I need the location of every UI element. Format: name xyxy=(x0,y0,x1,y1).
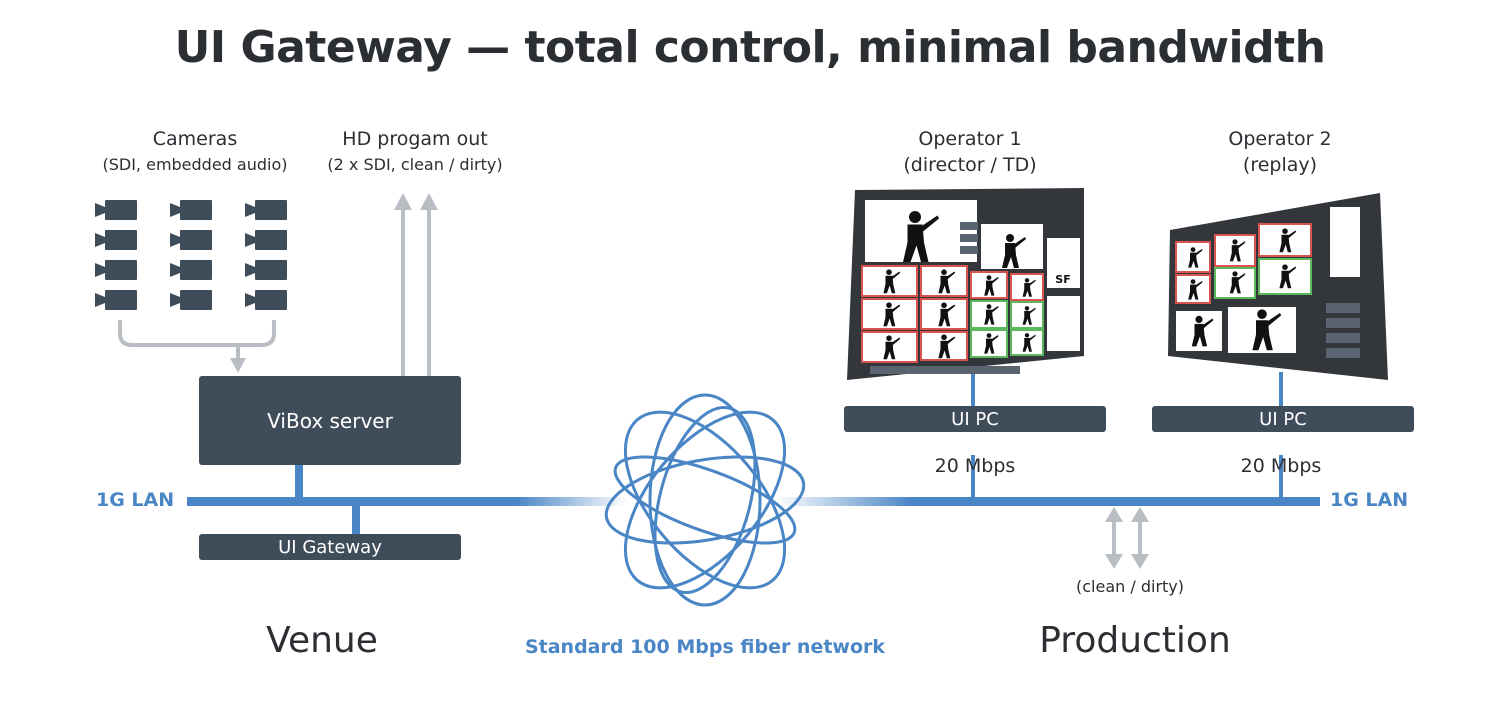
production-label: Production xyxy=(1039,620,1231,661)
camera-icon xyxy=(245,200,287,220)
operator2-sublabel: (replay) xyxy=(1242,154,1318,176)
clean-dirty-label: (clean / dirty) xyxy=(1076,577,1184,596)
operator2-screen xyxy=(1168,193,1388,380)
operator1-label: Operator 1 xyxy=(918,128,1022,150)
vibox-server-label: ViBox server xyxy=(267,408,393,433)
hd-out-sublabel: (2 x SDI, clean / dirty) xyxy=(327,155,503,174)
camera-icon xyxy=(170,290,212,310)
lan-line-right xyxy=(775,497,1320,506)
cameras-label-group: Cameras (SDI, embedded audio) xyxy=(90,126,300,178)
arrow-down-icon xyxy=(1105,554,1123,569)
page-title: UI Gateway — total control, minimal band… xyxy=(174,22,1326,73)
camera-icon xyxy=(170,200,212,220)
venue-label: Venue xyxy=(266,620,378,661)
ui-gateway-label: UI Gateway xyxy=(278,536,382,558)
cameras-sublabel: (SDI, embedded audio) xyxy=(102,155,288,174)
vibox-server-box: ViBox server xyxy=(199,376,461,465)
camera-bracket xyxy=(118,320,276,347)
camera-grid xyxy=(95,200,287,310)
camera-icon xyxy=(95,230,137,250)
ui-pc-2-box: UI PC xyxy=(1152,406,1414,432)
camera-icon xyxy=(170,230,212,250)
screen1-to-pc-line xyxy=(971,365,975,407)
gateway-lan-drop xyxy=(352,502,360,536)
camera-icon xyxy=(245,230,287,250)
ui-pc-2-bandwidth: 20 Mbps xyxy=(1240,455,1322,477)
camera-icon xyxy=(245,290,287,310)
pc1-lan-drop xyxy=(971,455,975,500)
arrow-up-icon xyxy=(394,193,412,210)
operator1-label-group: Operator 1 (director / TD) xyxy=(860,126,1080,178)
lan-right-label: 1G LAN xyxy=(1330,489,1409,511)
screen2-to-pc-line xyxy=(1279,372,1283,407)
operator2-label-group: Operator 2 (replay) xyxy=(1170,126,1390,178)
ui-pc-1-box: UI PC xyxy=(844,406,1106,432)
pc2-lan-drop xyxy=(1279,455,1283,500)
server-lan-drop xyxy=(295,462,303,500)
operator1-sublabel: (director / TD) xyxy=(903,154,1037,176)
camera-icon xyxy=(95,200,137,220)
operator2-label: Operator 2 xyxy=(1228,128,1332,150)
clean-dirty-arrows xyxy=(1105,507,1149,569)
network-globe-icon xyxy=(604,393,806,607)
camera-icon xyxy=(245,260,287,280)
operator1-screen: SF xyxy=(847,188,1084,380)
arrow-down-icon xyxy=(230,358,246,373)
arrow-down-icon xyxy=(1131,554,1149,569)
lan-line-left xyxy=(187,497,627,506)
svg-text:SF: SF xyxy=(1055,273,1070,286)
ui-pc-2-label: UI PC xyxy=(1259,408,1307,430)
cameras-label: Cameras xyxy=(152,128,238,150)
ui-pc-1-bandwidth: 20 Mbps xyxy=(934,455,1016,477)
camera-icon xyxy=(95,290,137,310)
arrow-up-icon xyxy=(1105,507,1123,522)
camera-icon xyxy=(170,260,212,280)
hd-out-label: HD progam out xyxy=(342,128,488,150)
hd-out-label-group: HD progam out (2 x SDI, clean / dirty) xyxy=(310,126,520,178)
camera-icon xyxy=(95,260,137,280)
network-label: Standard 100 Mbps fiber network xyxy=(524,636,886,658)
ui-pc-1-label: UI PC xyxy=(951,408,999,430)
lan-left-label: 1G LAN xyxy=(96,489,175,511)
arrow-up-icon xyxy=(420,193,438,210)
arrow-up-icon xyxy=(1131,507,1149,522)
ui-gateway-box: UI Gateway xyxy=(199,534,461,560)
